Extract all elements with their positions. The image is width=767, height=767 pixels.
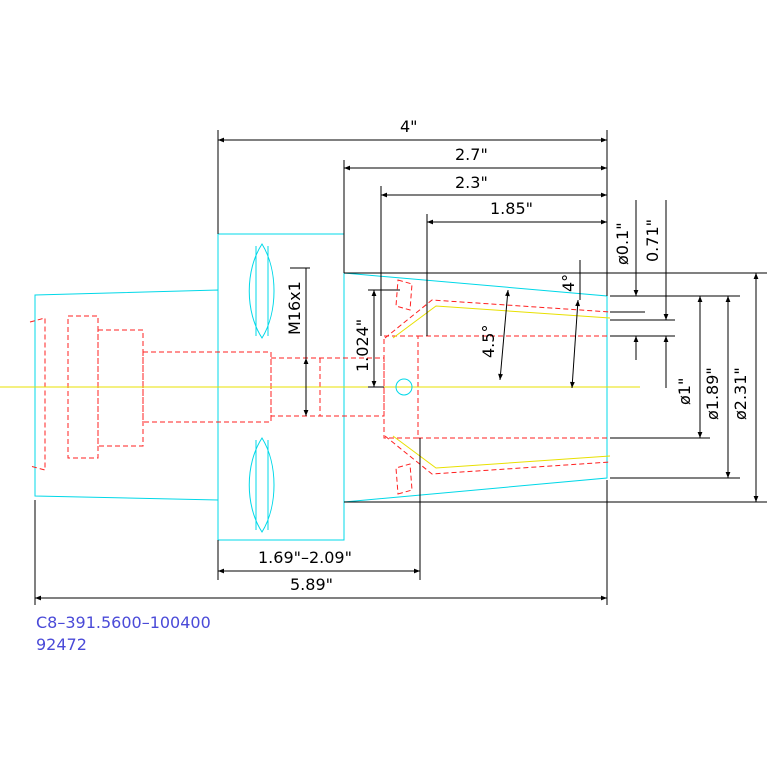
dim-dia-231: ø2.31" (731, 367, 750, 420)
dim-top-4: 1.85" (490, 199, 533, 218)
dimension-lines (34, 130, 767, 605)
part-code: 92472 (36, 635, 87, 654)
dim-overall-bottom: 5.89" (290, 575, 333, 594)
dim-1024: 1.024" (353, 319, 372, 372)
dim-071: 0.71" (643, 219, 662, 262)
dim-dia-small: ø0.1" (613, 222, 632, 265)
dim-dia-189: ø1.89" (703, 367, 722, 420)
dim-top-3: 2.3" (455, 173, 488, 192)
dim-angle-45: 4.5° (479, 325, 498, 358)
dim-range: 1.69"–2.09" (258, 548, 352, 567)
dim-overall-top: 4" (400, 117, 418, 136)
dim-dia-1: ø1" (675, 378, 694, 405)
center-lines (0, 305, 640, 469)
dim-thread: M16x1 (285, 281, 304, 335)
dim-angle-4: 4° (559, 274, 578, 292)
dim-top-2: 2.7" (455, 145, 488, 164)
part-number: C8–391.5600–100400 (36, 613, 211, 632)
